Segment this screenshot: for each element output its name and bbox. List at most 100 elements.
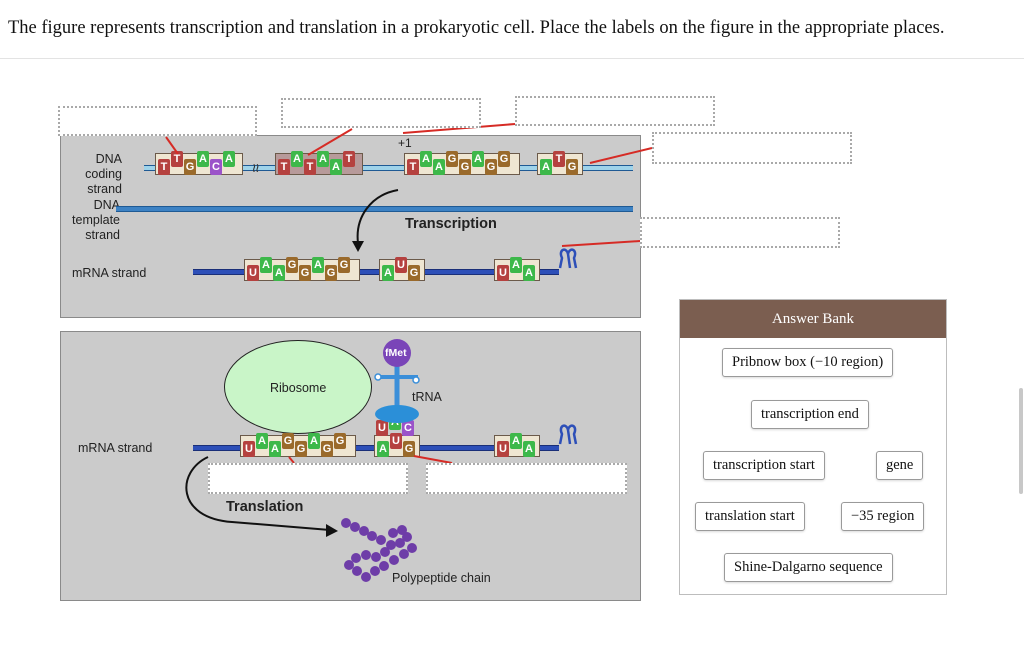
nucleotide-u: U <box>247 265 259 281</box>
nucleotide-u: U <box>497 441 509 457</box>
nucleotide-c: C <box>402 420 414 436</box>
break-mark: ≈ <box>246 163 264 173</box>
nucleotide-a: A <box>223 151 235 167</box>
nucleotide-g: G <box>338 257 350 273</box>
nucleotide-t: T <box>158 159 170 175</box>
nucleotide-g: G <box>566 159 578 175</box>
nucleotide-a: A <box>317 151 329 167</box>
mrna-strand-top <box>193 269 559 275</box>
dna-coding-strand-label: DNA coding strand <box>85 152 122 196</box>
nucleotide-u: U <box>243 441 255 457</box>
nucleotide-t: T <box>407 159 419 175</box>
scrollbar[interactable] <box>1019 388 1023 494</box>
answer-chip-minus35-region[interactable]: −35 region <box>841 502 925 531</box>
nucleotide-a: A <box>540 159 552 175</box>
answer-bank: Answer Bank <box>679 299 947 595</box>
nucleotide-g: G <box>321 441 333 457</box>
drop-target-5[interactable] <box>640 217 840 248</box>
nucleotide-a: A <box>523 265 535 281</box>
nucleotide-a: A <box>260 257 272 273</box>
nucleotide-a: A <box>510 257 522 273</box>
drop-target-3[interactable] <box>515 96 715 126</box>
nucleotide-u: U <box>390 433 402 449</box>
nucleotide-a: A <box>308 433 320 449</box>
mrna-strand-label-bottom: mRNA strand <box>78 441 153 455</box>
nucleotide-a: A <box>472 151 484 167</box>
answer-bank-title: Answer Bank <box>680 300 946 338</box>
nucleotide-g: G <box>459 159 471 175</box>
polypeptide-label: Polypeptide chain <box>392 571 491 585</box>
nucleotide-a: A <box>291 151 303 167</box>
nucleotide-a: A <box>256 433 268 449</box>
header-divider <box>0 58 1024 59</box>
nucleotide-g: G <box>282 433 294 449</box>
ribosome <box>224 340 372 434</box>
nucleotide-t: T <box>171 151 183 167</box>
drop-target-1[interactable] <box>58 106 257 136</box>
nucleotide-a: A <box>312 257 324 273</box>
nucleotide-g: G <box>184 159 196 175</box>
mrna-strand-label-top: mRNA strand <box>72 266 147 280</box>
nucleotide-g: G <box>299 265 311 281</box>
answer-chip-translation-start[interactable]: translation start <box>695 502 805 531</box>
nucleotide-g: G <box>295 441 307 457</box>
nucleotide-t: T <box>553 151 565 167</box>
answer-chip-transcription-start[interactable]: transcription start <box>703 451 825 480</box>
answer-chip-gene[interactable]: gene <box>876 451 924 480</box>
nucleotide-a: A <box>382 265 394 281</box>
fmet-label: fMet <box>385 347 407 359</box>
nucleotide-g: G <box>485 159 497 175</box>
nucleotide-g: G <box>446 151 458 167</box>
dna-template-strand-label: DNA template strand <box>72 198 120 242</box>
nucleotide-g: G <box>408 265 420 281</box>
nucleotide-a: A <box>433 159 445 175</box>
drop-target-4[interactable] <box>652 132 852 164</box>
answer-chip-transcription-end[interactable]: transcription end <box>751 400 869 429</box>
drop-target-2[interactable] <box>281 98 481 128</box>
nucleotide-g: G <box>498 151 510 167</box>
nucleotide-g: G <box>325 265 337 281</box>
nucleotide-c: C <box>210 159 222 175</box>
question-text: The figure represents transcription and … <box>8 18 945 38</box>
dna-coding-strand <box>144 165 633 171</box>
plus-one-marker: +1 <box>398 136 412 150</box>
nucleotide-a: A <box>273 265 285 281</box>
nucleotide-g: G <box>403 441 415 457</box>
ribosome-label: Ribosome <box>270 381 327 395</box>
nucleotide-a: A <box>377 441 389 457</box>
translation-label: Translation <box>226 499 304 515</box>
nucleotide-g: G <box>286 257 298 273</box>
nucleotide-u: U <box>497 265 509 281</box>
nucleotide-a: A <box>269 441 281 457</box>
nucleotide-u: U <box>395 257 407 273</box>
transcription-label: Transcription <box>405 216 497 232</box>
nucleotide-t: T <box>343 151 355 167</box>
drop-target-6[interactable] <box>208 463 408 494</box>
nucleotide-a: A <box>389 414 401 430</box>
nucleotide-a: A <box>523 441 535 457</box>
nucleotide-t: T <box>304 159 316 175</box>
drop-target-7[interactable] <box>426 463 627 494</box>
nucleotide-a: A <box>197 151 209 167</box>
nucleotide-a: A <box>420 151 432 167</box>
answer-chip-pribnow-box[interactable]: Pribnow box (−10 region) <box>722 348 894 377</box>
nucleotide-a: A <box>510 433 522 449</box>
dna-template-strand <box>116 206 633 212</box>
nucleotide-g: G <box>334 433 346 449</box>
answer-chip-shine-dalgarno[interactable]: Shine-Dalgarno sequence <box>724 553 893 582</box>
trna-label: tRNA <box>412 390 442 404</box>
nucleotide-t: T <box>278 159 290 175</box>
nucleotide-a: A <box>330 159 342 175</box>
nucleotide-u: U <box>376 420 388 436</box>
